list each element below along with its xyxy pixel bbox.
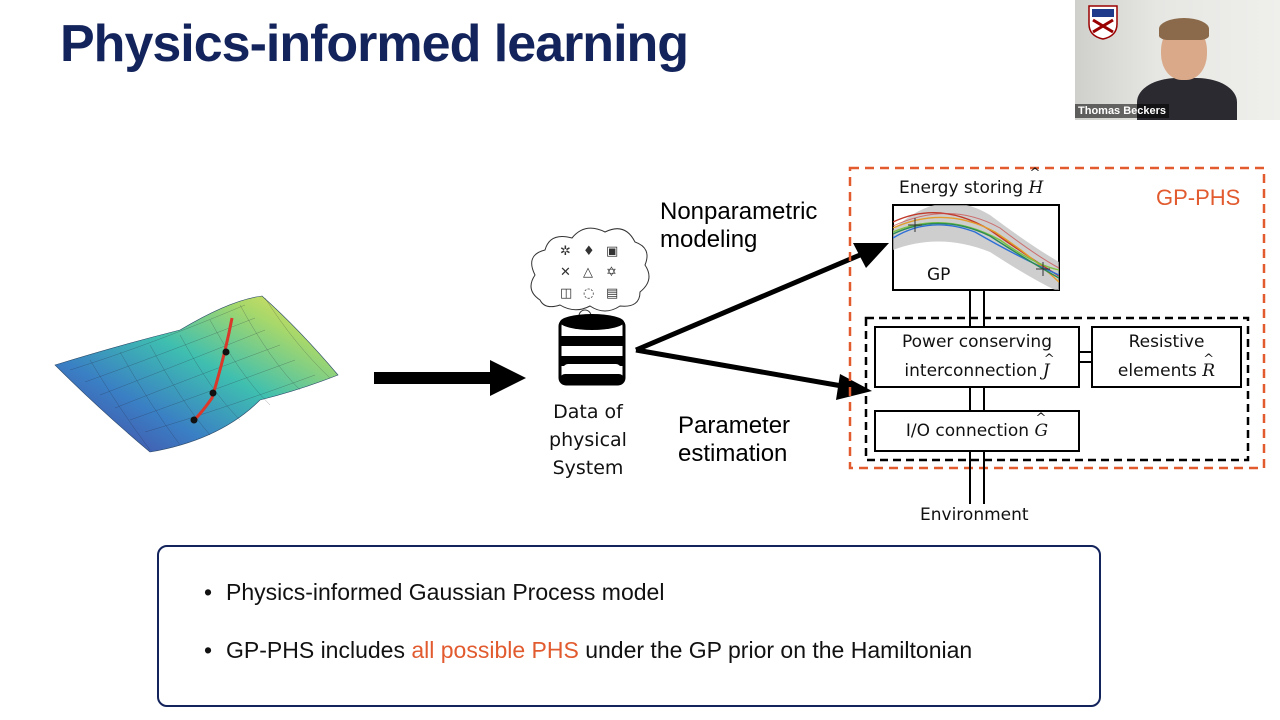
data-label-line-2: physical — [549, 429, 627, 451]
io-connection-box: I/O connection G — [874, 400, 1080, 452]
power-box-symbol: J — [1043, 345, 1055, 386]
participant-name: Thomas Beckers — [1075, 104, 1170, 118]
gp-phs-boundary — [848, 166, 1266, 470]
svg-text:✕: ✕ — [560, 265, 571, 280]
nonparametric-arrow — [635, 243, 889, 353]
resistive-box-symbol: R — [1202, 345, 1215, 386]
svg-text:◫: ◫ — [560, 286, 572, 301]
environment-label: Environment — [920, 505, 1029, 525]
power-box-line-2: interconnection J — [876, 345, 1078, 386]
power-box-line-1: Power conserving — [902, 332, 1052, 352]
thought-cloud: ✲ ♦ ▣ ✕ △ ✡ ◫ ◌ ▤ — [530, 227, 650, 333]
resistive-elements-box: Resistive elements R — [1091, 326, 1242, 388]
bullet-item-1-text: Physics-informed Gaussian Process model — [226, 579, 665, 605]
svg-text:♦: ♦ — [583, 244, 595, 259]
nonparametric-label: Nonparametric modeling — [660, 198, 817, 254]
power-conserving-box: Power conserving interconnection J — [874, 326, 1080, 388]
resistive-box-line-2-text: elements — [1117, 361, 1197, 381]
phs-structure-boundary — [864, 316, 1250, 462]
data-label: Data of physical System — [540, 398, 636, 482]
gp-phs-label: GP-PHS — [1156, 185, 1241, 210]
resistive-box-line-1: Resistive — [1128, 332, 1205, 352]
bullet-item-2-highlight: all possible PHS — [411, 637, 579, 663]
energy-symbol: H — [1029, 166, 1044, 198]
surface-plot — [54, 295, 339, 453]
bullet-item-1: •Physics-informed Gaussian Process model — [204, 579, 665, 605]
participant-video-tile: Thomas Beckers — [1075, 0, 1280, 120]
data-label-line-1: Data of — [553, 401, 623, 423]
parameter-line-2: estimation — [678, 440, 788, 467]
svg-text:◌: ◌ — [583, 286, 594, 301]
participant-hair — [1159, 18, 1209, 40]
nonparametric-line-1: Nonparametric — [660, 198, 818, 225]
university-shield-icon — [1088, 5, 1118, 40]
energy-box-title: Energy storing H — [899, 166, 1044, 198]
io-box-text: I/O connection — [905, 421, 1030, 441]
parameter-label: Parameter estimation — [678, 412, 790, 468]
data-arrow — [374, 360, 526, 396]
bullet-item-2: •GP-PHS includes all possible PHS under … — [204, 637, 973, 663]
svg-text:▣: ▣ — [606, 244, 618, 259]
gp-prediction-plot — [893, 205, 1059, 290]
gp-label: GP — [927, 265, 951, 285]
data-label-line-3: System — [552, 457, 624, 479]
port-connections — [969, 290, 1092, 504]
svg-text:✡: ✡ — [606, 265, 617, 280]
bullet-item-2-before: GP-PHS includes — [226, 637, 412, 663]
svg-text:▤: ▤ — [606, 286, 618, 301]
summary-box: •Physics-informed Gaussian Process model… — [157, 545, 1101, 707]
power-box-line-2-text: interconnection — [904, 361, 1038, 381]
database-icon — [558, 314, 626, 386]
energy-title-text: Energy storing — [899, 178, 1024, 198]
nonparametric-line-2: modeling — [660, 226, 758, 253]
resistive-box-line-2: elements R — [1093, 345, 1240, 386]
io-box-symbol: G — [1035, 400, 1049, 450]
svg-text:✲: ✲ — [560, 244, 571, 259]
parameter-line-1: Parameter — [678, 412, 791, 439]
slide-title: Physics-informed learning — [60, 15, 689, 73]
parameter-arrow — [635, 347, 872, 400]
svg-text:△: △ — [583, 265, 593, 280]
bullet-item-2-after: under the GP prior on the Hamiltonian — [578, 637, 973, 663]
